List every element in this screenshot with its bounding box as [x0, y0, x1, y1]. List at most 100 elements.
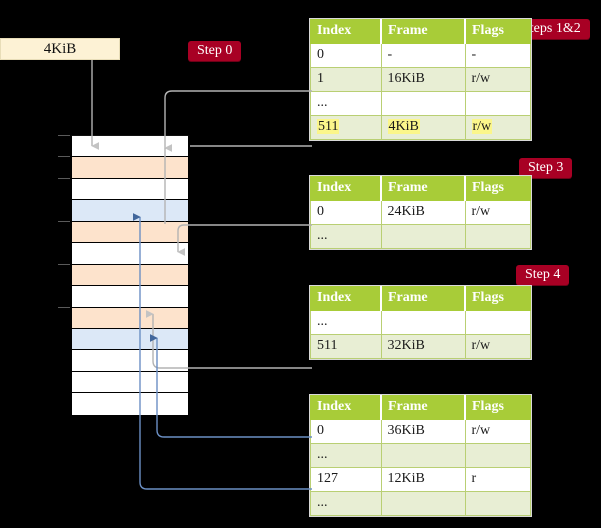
column-header-frame: Frame [380, 395, 466, 420]
table-cell-index: ... [310, 443, 382, 468]
memory-frame-row [72, 371, 188, 394]
column-header-flags: Flags [464, 395, 531, 420]
table-cell-index: ... [310, 224, 382, 249]
memory-row-tick [58, 263, 70, 265]
column-header-flags: Flags [464, 19, 531, 44]
physical-memory-column [70, 135, 190, 415]
table-cell-frame: 24KiB [380, 200, 466, 225]
table-cell-frame: 36KiB [380, 419, 466, 444]
table-cell-flags [464, 491, 531, 516]
memory-frame-row [72, 307, 188, 329]
cell-value: ... [317, 447, 328, 462]
memory-frame-row [72, 243, 188, 265]
badge-step-4: Step 4 [516, 265, 570, 286]
memory-frame-row [72, 286, 188, 308]
memory-row-tick [58, 135, 70, 136]
table-cell-index: ... [310, 310, 382, 335]
cell-value: 0 [317, 423, 324, 438]
cell-value: ... [317, 228, 328, 243]
table-row: ... [310, 491, 531, 516]
cell-value: 32KiB [387, 338, 425, 353]
memory-row-tick [58, 306, 70, 308]
cell-value: 511 [317, 338, 338, 353]
memory-frame-row [72, 328, 188, 351]
table-cell-index: 511 [310, 115, 382, 140]
memory-row-tick [58, 177, 70, 179]
memory-frame-row [72, 350, 188, 372]
table-cell-flags: r/w [464, 67, 531, 92]
memory-frame-row [72, 393, 188, 415]
column-header-index: Index [310, 395, 382, 420]
table-cell-frame: 32KiB [380, 334, 466, 359]
cell-value: 36KiB [387, 423, 425, 438]
table-cell-flags: - [464, 43, 531, 68]
table-row: 1 16KiB r/w [310, 67, 531, 92]
cell-value: 0 [317, 47, 324, 62]
memory-frame-row [72, 157, 188, 179]
table-cell-index: ... [310, 491, 382, 516]
memory-frame-row [72, 136, 188, 158]
cell-value: 16KiB [387, 71, 425, 86]
cell-value: 0 [317, 204, 324, 219]
wire-table2-to-memory [177, 224, 312, 256]
cell-value: 4KiB [387, 119, 420, 134]
source-frame-label: 4KiB [43, 40, 77, 57]
table-cell-flags [464, 443, 531, 468]
badge-step-3: Step 3 [519, 158, 573, 179]
table-row: 0 - - [310, 43, 531, 68]
table-cell-flags [464, 310, 531, 335]
table-cell-frame [380, 224, 466, 249]
table-cell-frame: 12KiB [380, 467, 466, 492]
badge-step-0: Step 0 [188, 41, 242, 62]
column-header-flags: Flags [464, 286, 531, 311]
table-row: 511 32KiB r/w [310, 334, 531, 359]
table-cell-flags: r/w [464, 115, 531, 140]
table-row: ... [310, 443, 531, 468]
column-header-frame: Frame [380, 19, 466, 44]
table-cell-index: ... [310, 91, 382, 116]
cell-value: 1 [317, 71, 324, 86]
cell-value: ... [317, 314, 328, 329]
cell-value: - [387, 47, 393, 62]
cell-value: r [471, 471, 477, 486]
table-cell-frame: - [380, 43, 466, 68]
table-cell-index: 0 [310, 419, 382, 444]
memory-frame-row [72, 221, 188, 244]
table-cell-flags [464, 224, 531, 249]
cell-value: r/w [471, 423, 491, 438]
table-row: 511 4KiB r/w [310, 115, 531, 140]
memory-frame-row [72, 178, 188, 201]
memory-row-tick [58, 156, 70, 158]
memory-frame-row [72, 200, 188, 222]
table-cell-frame: 4KiB [380, 115, 466, 140]
memory-row-tick [58, 220, 70, 222]
cell-value: - [471, 47, 477, 62]
cell-value: ... [317, 495, 328, 510]
table-cell-index: 0 [310, 43, 382, 68]
cell-value: r/w [471, 338, 491, 353]
table-row: ... [310, 224, 531, 249]
cell-value: 24KiB [387, 204, 425, 219]
cell-value: r/w [471, 71, 491, 86]
table-cell-frame: 16KiB [380, 67, 466, 92]
column-header-index: Index [310, 176, 382, 201]
table-cell-frame [380, 491, 466, 516]
cell-value: ... [317, 95, 328, 110]
cell-value: 12KiB [387, 471, 425, 486]
table-cell-frame [380, 443, 466, 468]
badge-steps-1-and-2: Steps 1&2 [513, 19, 590, 40]
table-cell-index: 0 [310, 200, 382, 225]
table-cell-flags: r/w [464, 334, 531, 359]
cell-value: r/w [471, 119, 493, 134]
cell-value: r/w [471, 204, 491, 219]
cell-value: 511 [317, 119, 340, 134]
